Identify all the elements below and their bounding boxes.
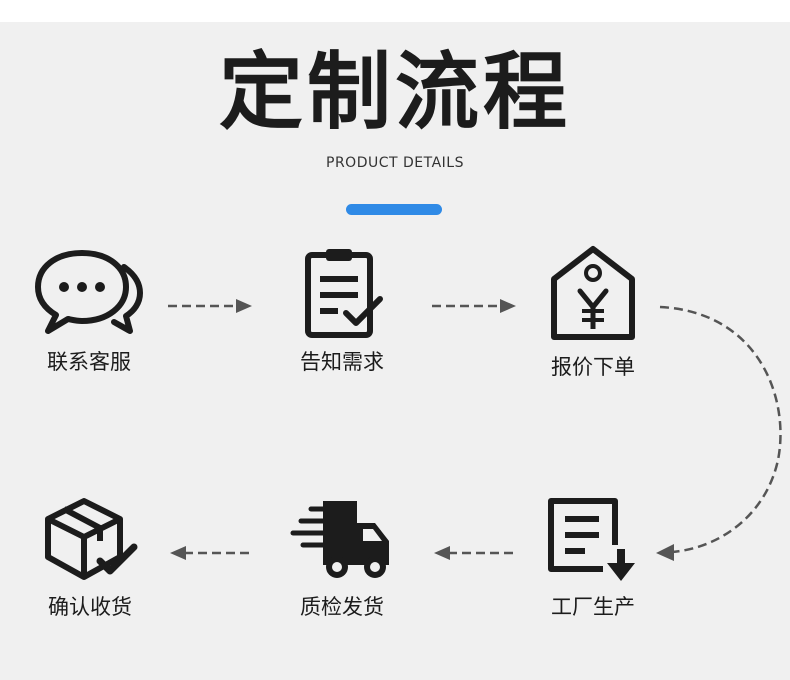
package-check-icon bbox=[45, 498, 138, 580]
step-confirm-receipt: 确认收货 bbox=[5, 495, 175, 621]
document-download-icon bbox=[548, 498, 635, 581]
step-label: 联系客服 bbox=[47, 350, 131, 374]
step-label: 报价下单 bbox=[551, 355, 635, 379]
step-factory-production: 工厂生产 bbox=[508, 495, 678, 621]
step-quote-order: 报价下单 bbox=[508, 245, 678, 381]
accent-bar bbox=[346, 204, 442, 215]
clipboard-check-icon bbox=[305, 249, 383, 338]
step-label: 质检发货 bbox=[300, 595, 384, 619]
step-label: 确认收货 bbox=[48, 595, 132, 619]
step-label: 工厂生产 bbox=[551, 595, 635, 619]
dashed-arrow-right-icon bbox=[432, 299, 516, 313]
price-tag-yen-icon bbox=[551, 246, 635, 340]
dashed-arrow-left-icon bbox=[434, 546, 518, 560]
delivery-truck-icon bbox=[290, 501, 389, 578]
page-subtitle: PRODUCT DETAILS bbox=[326, 155, 464, 171]
step-label: 告知需求 bbox=[300, 350, 384, 374]
top-strip bbox=[0, 0, 790, 22]
step-inform-requirements: 告知需求 bbox=[257, 245, 427, 376]
dashed-arrow-right-icon bbox=[168, 299, 252, 313]
step-inspect-ship: 质检发货 bbox=[257, 495, 427, 621]
page-title: 定制流程 bbox=[218, 43, 571, 141]
step-contact-service: 联系客服 bbox=[4, 245, 174, 376]
dashed-arrow-left-icon bbox=[170, 546, 254, 560]
chat-bubbles-icon bbox=[35, 250, 143, 334]
